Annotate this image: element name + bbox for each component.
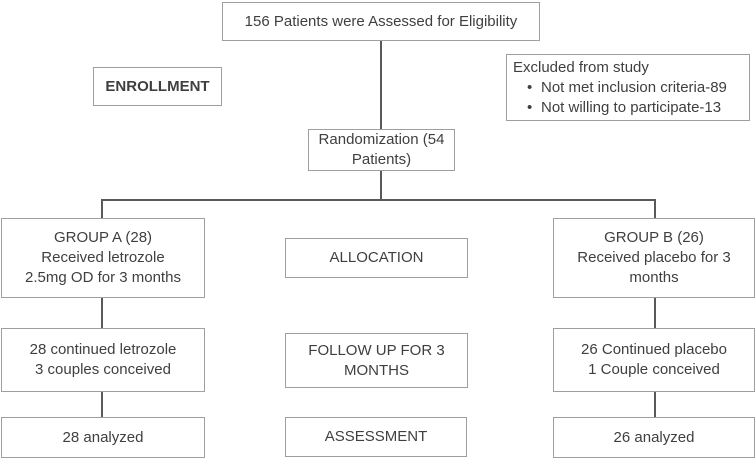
- followup-b-line: 26 Continued placebo: [581, 341, 727, 358]
- excluded-from-study-box: Excluded from study Not met inclusion cr…: [506, 54, 750, 121]
- followup-group-b-box: 26 Continued placebo 1 Couple conceived: [553, 328, 755, 392]
- analyzed-a-text: 28 analyzed: [62, 428, 144, 446]
- group-a-box: GROUP A (28) Received letrozole 2.5mg OD…: [1, 218, 205, 298]
- followup-label-line: FOLLOW UP FOR 3: [308, 341, 445, 359]
- group-a-line: Received letrozole: [41, 249, 165, 266]
- assessed-text: 156 Patients were Assessed for Eligibili…: [244, 12, 518, 30]
- connector-assessed-to-randomization: [380, 41, 382, 129]
- excluded-bullet-item: Not willing to participate-13: [513, 98, 721, 118]
- randomization-box: Randomization (54 Patients): [308, 129, 455, 171]
- followup-a-line: 3 couples conceived: [35, 361, 171, 378]
- randomization-line: Randomization (54: [318, 131, 445, 148]
- excluded-bullet-item: Not met inclusion criteria-89: [513, 78, 727, 98]
- excluded-title: Excluded from study: [513, 59, 649, 76]
- group-b-box: GROUP B (26) Received placebo for 3 mont…: [553, 218, 755, 298]
- group-b-line: Received placebo for 3: [577, 249, 731, 266]
- followup-b-line: 1 Couple conceived: [588, 361, 720, 378]
- connector-group-a-to-followup: [101, 298, 103, 328]
- excluded-bullet-text: Not met inclusion criteria-89: [541, 79, 727, 96]
- analyzed-group-a-box: 28 analyzed: [1, 417, 205, 458]
- connector-branch-horizontal: [101, 199, 656, 201]
- connector-followup-a-to-analyzed: [101, 392, 103, 417]
- group-b-line: GROUP B (26): [604, 229, 704, 246]
- followup-a-line: 28 continued letrozole: [29, 341, 177, 358]
- allocation-stage-label-box: ALLOCATION: [285, 238, 468, 278]
- group-a-line: GROUP A (28): [53, 229, 153, 246]
- connector-drop-group-a: [101, 200, 103, 218]
- group-a-line: 2.5mg OD for 3 months: [25, 269, 181, 286]
- assessment-label: ASSESSMENT: [324, 428, 428, 445]
- allocation-label: ALLOCATION: [329, 249, 424, 266]
- enrollment-label: ENROLLMENT: [105, 77, 210, 95]
- followup-label-line: MONTHS: [344, 361, 409, 379]
- analyzed-b-text: 26 analyzed: [613, 428, 695, 446]
- group-b-line: months: [629, 269, 679, 286]
- connector-group-b-to-followup: [654, 298, 656, 328]
- followup-group-a-box: 28 continued letrozole 3 couples conceiv…: [1, 328, 205, 392]
- connector-drop-group-b: [654, 200, 656, 218]
- connector-followup-b-to-analyzed: [654, 392, 656, 417]
- assessment-stage-label-box: ASSESSMENT: [285, 417, 467, 457]
- assessed-for-eligibility-box: 156 Patients were Assessed for Eligibili…: [222, 2, 540, 41]
- enrollment-stage-label-box: ENROLLMENT: [93, 67, 222, 106]
- excluded-bullet-text: Not willing to participate-13: [541, 99, 722, 116]
- connector-randomization-down: [380, 171, 382, 200]
- analyzed-group-b-box: 26 analyzed: [553, 417, 755, 458]
- randomization-line: Patients): [351, 151, 412, 168]
- followup-stage-label-box: FOLLOW UP FOR 3 MONTHS: [285, 333, 468, 388]
